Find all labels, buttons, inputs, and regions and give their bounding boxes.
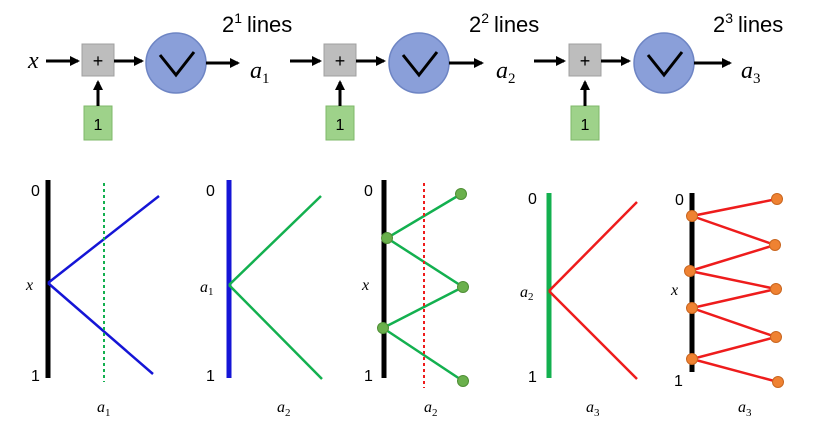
- panel-4-x-label: a3: [586, 399, 600, 419]
- plus-sign-2: +: [335, 51, 346, 71]
- relu-node-1: [145, 32, 207, 94]
- panel-2: 0 1 a1 a2: [200, 180, 323, 419]
- panel-5-vertex: [772, 376, 784, 388]
- panel-5-point-label: x: [670, 282, 678, 299]
- panel-2-top-tick: 0: [206, 183, 215, 200]
- panel-3-vertex: [457, 281, 469, 293]
- panel-5-vertex: [769, 239, 781, 251]
- panel-5-vertex: [771, 193, 783, 205]
- panel-4-top-tick: 0: [528, 191, 537, 208]
- panel-5-top-tick: 0: [675, 192, 684, 209]
- panel-5-bottom-tick: 1: [674, 373, 683, 390]
- panel-3-vertex: [377, 322, 389, 334]
- panel-2-point-label: a1: [200, 279, 214, 298]
- panel-3-vertex: [381, 232, 393, 244]
- panel-5-vertex: [770, 331, 782, 343]
- output-a1-label: a1: [250, 58, 270, 87]
- panel-4-line-up: [548, 201, 638, 292]
- output-a2-label: a2: [496, 58, 516, 87]
- bias-value-2: 1: [336, 117, 345, 134]
- panel-4-point-label: a2: [520, 284, 534, 303]
- panel-3-point-label: x: [361, 277, 369, 294]
- panel-5-vertex: [686, 302, 698, 314]
- panel-3-vertex: [455, 188, 467, 200]
- relu-node-3: [633, 32, 695, 94]
- panel-5: 0 1 x a3: [670, 192, 784, 419]
- panel-5-vertex: [686, 353, 698, 365]
- input-x-label: x: [27, 48, 39, 74]
- panel-4-bottom-tick: 1: [528, 369, 537, 386]
- relu-icon-1: [158, 51, 196, 78]
- bias-value-1: 1: [94, 117, 103, 134]
- panel-1-x-label: a1: [97, 399, 111, 419]
- panel-5-vertex: [686, 210, 698, 222]
- output-a3-label: a3: [741, 58, 761, 87]
- panel-3-vertex: [457, 375, 469, 387]
- plus-node-3: [568, 43, 602, 77]
- bias-node-1: [83, 105, 113, 141]
- panel-2-x-label: a2: [277, 399, 291, 419]
- relu-icon-3: [646, 51, 684, 78]
- panel-3-top-tick: 0: [364, 183, 373, 200]
- panel-2-line-up: [228, 195, 322, 286]
- plus-sign-3: +: [580, 51, 591, 71]
- panel-1-bottom-tick: 1: [31, 368, 40, 385]
- panel-5-zigzag: [687, 197, 781, 384]
- panel-3-bottom-tick: 1: [364, 368, 373, 385]
- relu-icon-2: [401, 51, 439, 78]
- panel-5-vertex: [770, 283, 782, 295]
- panel-4: 0 1 a2 a3: [520, 191, 638, 419]
- panel-2-bottom-tick: 1: [206, 368, 215, 385]
- bias-value-3: 1: [581, 117, 590, 134]
- panel-1: 0 1 x a1: [25, 180, 160, 419]
- plus-sign-1: +: [93, 51, 104, 71]
- panel-4-line-down: [548, 290, 638, 380]
- panel-1-top-tick: 0: [31, 183, 40, 200]
- panel-3-x-label: a2: [424, 399, 438, 419]
- panel-1-point-label: x: [25, 277, 33, 294]
- panel-5-vertex: [684, 265, 696, 277]
- panel-3: 0 1 x a2: [361, 180, 469, 419]
- panel-2-line-down: [228, 284, 323, 380]
- panel-5-x-label: a3: [738, 399, 752, 419]
- relu-node-2: [388, 32, 450, 94]
- panel-1-line-down: [47, 282, 154, 375]
